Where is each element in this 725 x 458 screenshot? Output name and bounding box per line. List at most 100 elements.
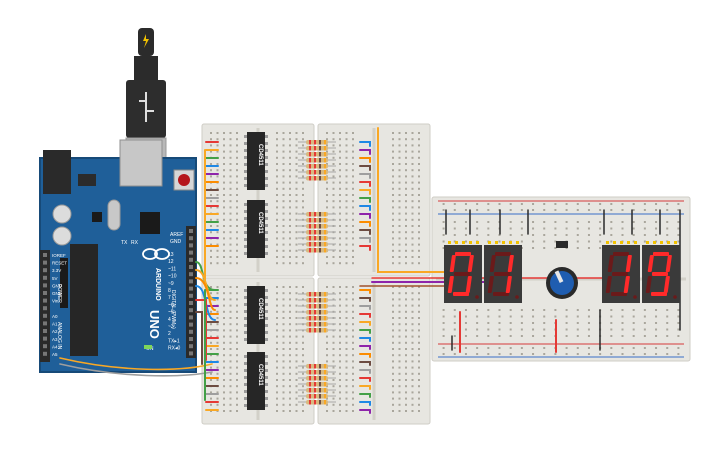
resistor[interactable] (298, 140, 336, 145)
cd4511-chip[interactable]: CD4511 (244, 132, 268, 190)
resistor[interactable] (298, 394, 336, 399)
wire[interactable] (359, 157, 371, 163)
wire[interactable] (377, 127, 446, 273)
resistor[interactable] (298, 170, 336, 175)
rx-label: RX (131, 240, 139, 246)
wire[interactable] (359, 245, 371, 251)
chip-label: CD4511 (257, 144, 263, 166)
aref-label: AREF (170, 232, 183, 238)
arduino-board[interactable]: ARDUINO UNO AREF GND DIGITAL (PWM~) ANAL… (39, 139, 197, 373)
wire[interactable] (359, 321, 371, 326)
usb-icon (139, 92, 154, 122)
digital-pin-label: 2 (168, 331, 171, 337)
wire[interactable] (359, 289, 371, 294)
resistor[interactable] (298, 146, 336, 151)
wire[interactable] (359, 377, 371, 382)
resistor[interactable] (298, 152, 336, 157)
analog-pin-label: A0 (52, 314, 58, 319)
resistor[interactable] (298, 376, 336, 381)
analog-pin-label: A5 (52, 352, 58, 357)
breadboard-top-right[interactable] (317, 123, 431, 277)
resistor[interactable] (298, 382, 336, 387)
wire[interactable] (359, 149, 371, 155)
resistor[interactable] (298, 298, 336, 303)
wire[interactable] (195, 311, 203, 365)
atmega-chip (70, 244, 98, 356)
wire[interactable] (359, 181, 371, 187)
wire[interactable] (359, 197, 371, 203)
wire[interactable] (359, 297, 371, 302)
breadboard-bottom-right[interactable] (317, 277, 431, 425)
wire[interactable] (59, 363, 213, 377)
wire[interactable] (359, 221, 371, 227)
tx-label: TX (121, 240, 128, 246)
wire[interactable] (359, 173, 371, 179)
breadboard-bottom-left[interactable] (201, 277, 315, 425)
resistor[interactable] (298, 310, 336, 315)
resistor[interactable] (298, 248, 336, 253)
resistor[interactable] (298, 236, 336, 241)
wire[interactable] (195, 269, 216, 301)
potentiometer[interactable] (546, 267, 578, 299)
wire[interactable] (359, 165, 371, 171)
resistor[interactable] (298, 242, 336, 247)
analog-pin-label: A2 (52, 329, 58, 334)
seven-segment-digit (602, 241, 640, 303)
gnd-label: GND (170, 239, 182, 245)
resistor[interactable] (298, 328, 336, 333)
power-pin-label: GND (52, 291, 63, 296)
wire[interactable] (359, 409, 371, 414)
resistor[interactable] (298, 322, 336, 327)
resistor[interactable] (298, 304, 336, 309)
wire[interactable] (359, 345, 371, 350)
wire[interactable] (359, 385, 371, 390)
resistor[interactable] (298, 370, 336, 375)
wire[interactable] (359, 237, 371, 243)
resistor[interactable] (298, 400, 336, 405)
power-pin-label: Vin (52, 299, 59, 304)
resistor[interactable] (298, 316, 336, 321)
analog-pin-label: A3 (52, 337, 58, 342)
slide-switch[interactable] (556, 241, 568, 248)
chip-label: CD4511 (257, 298, 263, 320)
resistor[interactable] (298, 218, 336, 223)
resistor[interactable] (298, 364, 336, 369)
power-pin-label: IOREF (52, 253, 66, 258)
power-jack (43, 150, 71, 194)
resistor[interactable] (298, 224, 336, 229)
wire[interactable] (359, 361, 371, 366)
wire[interactable] (359, 205, 371, 211)
wire[interactable] (359, 369, 371, 374)
wire[interactable] (359, 305, 371, 310)
wire[interactable] (359, 329, 371, 334)
wire[interactable] (359, 213, 371, 219)
on-led (144, 345, 152, 349)
resistor[interactable] (298, 158, 336, 163)
cd4511-chip[interactable]: CD4511 (244, 352, 268, 410)
digital-pin-label: ~6 (168, 302, 174, 308)
wire[interactable] (359, 353, 371, 358)
resistor[interactable] (298, 164, 336, 169)
resistor[interactable] (298, 292, 336, 297)
digital-pin-label: 13 (168, 252, 174, 258)
wire[interactable] (359, 141, 371, 147)
wire[interactable] (195, 277, 216, 311)
cd4511-chip[interactable]: CD4511 (244, 200, 268, 258)
model-label: UNO (147, 310, 162, 339)
cd4511-chip[interactable]: CD4511 (244, 286, 268, 344)
resistor[interactable] (298, 212, 336, 217)
resistor[interactable] (298, 230, 336, 235)
wire[interactable] (359, 313, 371, 318)
power-pin-label: GND (52, 283, 63, 288)
resistor[interactable] (298, 388, 336, 393)
resistor[interactable] (298, 176, 336, 181)
wire[interactable] (359, 189, 371, 195)
wire[interactable] (359, 393, 371, 398)
wire[interactable] (359, 337, 371, 342)
wire[interactable] (359, 401, 371, 406)
wire[interactable] (59, 357, 213, 371)
wire[interactable] (359, 229, 371, 235)
